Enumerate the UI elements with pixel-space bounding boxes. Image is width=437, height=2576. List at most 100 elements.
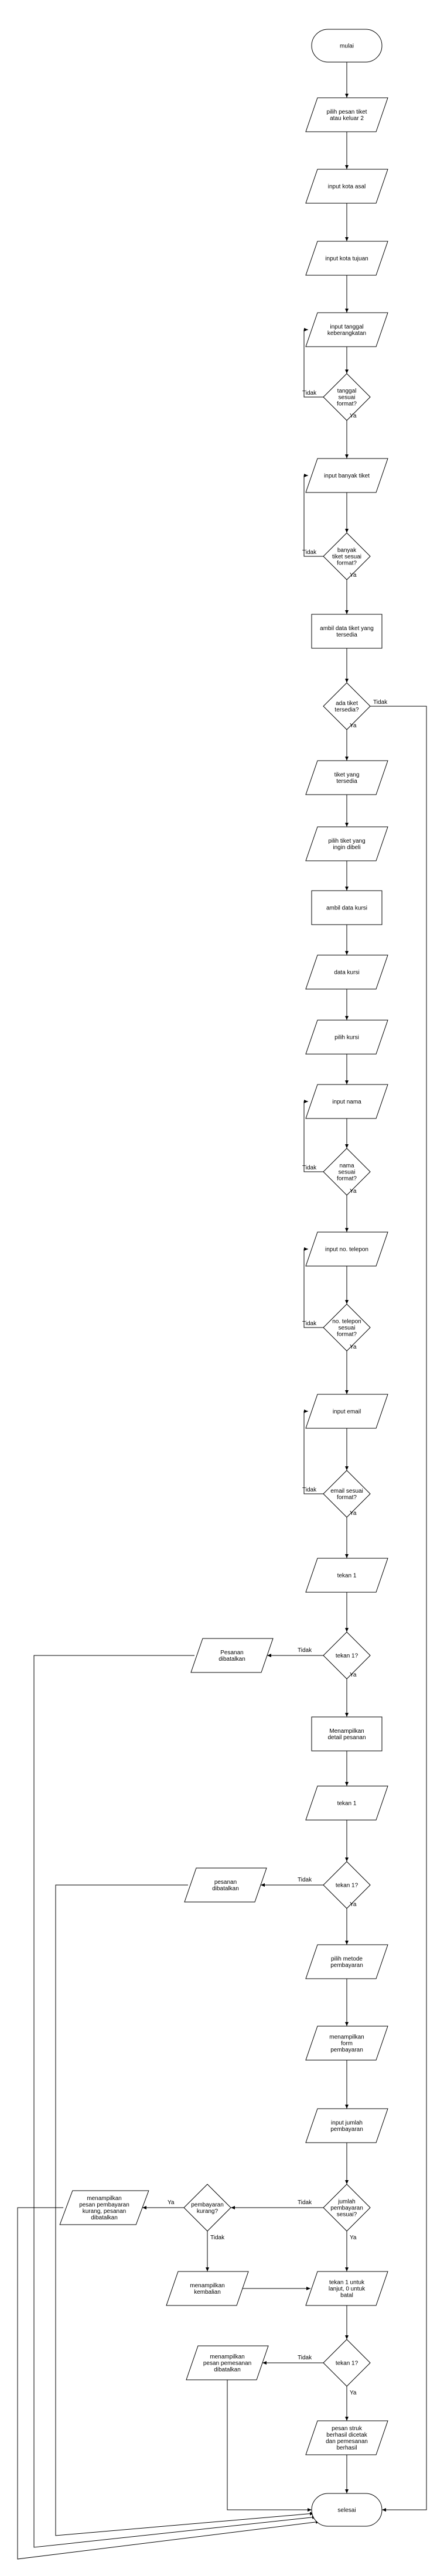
edge-label-tidak: Tidak <box>298 1647 312 1654</box>
c1-shape <box>190 1638 274 1673</box>
d6-label-line: format? <box>337 1494 357 1501</box>
d9-shape <box>323 2184 371 2232</box>
edge-d6-loop <box>303 1410 323 1494</box>
c1-label-line: Pesanan <box>220 1650 243 1656</box>
n9-shape <box>311 890 383 925</box>
n9-label-line: ambil data kursi <box>326 905 367 912</box>
n18-label-line: pilih metode <box>331 1956 363 1962</box>
d7-shape <box>323 1631 371 1679</box>
edge-label-tidak: Tidak <box>298 1877 312 1883</box>
n17-label: tekan 1 <box>337 1801 357 1807</box>
n6-label-line: ambil data tiket yang <box>320 625 374 632</box>
edge-label-ya: Ya <box>350 2235 357 2241</box>
d3-shape <box>323 682 371 730</box>
n20-label-line: input jumlah <box>331 2120 363 2126</box>
n2-shape <box>305 169 388 204</box>
d7-label-line: tekan 1? <box>336 1653 359 1660</box>
n3-label: input kota tujuan <box>325 256 368 262</box>
edge-c1-end <box>33 1655 317 2548</box>
n16-label-line: Menampilkan <box>329 1728 364 1735</box>
n6-label-line: tersedia <box>336 632 357 638</box>
n1-shape <box>305 97 388 132</box>
edge-d3-end <box>370 706 427 2512</box>
d8-label: tekan 1? <box>336 1883 359 1889</box>
n25-label-line: dan pemesanan <box>326 2438 368 2445</box>
edge-label-ya: Ya <box>350 1901 357 1908</box>
d9-label-line: sesuai? <box>337 2212 357 2218</box>
end-label: selesai <box>337 2507 356 2514</box>
n19-shape <box>305 2026 388 2061</box>
start-shape <box>311 29 383 63</box>
n22-label-line: menampilkan <box>190 2283 224 2289</box>
end-label-line: selesai <box>337 2507 356 2514</box>
n21-shape <box>59 2190 149 2225</box>
n5-label: input banyak tiket <box>324 473 370 480</box>
edge-label-ya: Ya <box>168 2199 175 2206</box>
n24-label-line: menampilkan <box>210 2354 244 2361</box>
n24-label-line: pesan pemesanan <box>203 2361 251 2367</box>
n12-label: input nama <box>332 1099 361 1106</box>
d10-label-line: pembayaran <box>191 2202 224 2208</box>
d8-shape <box>323 1861 371 1909</box>
n2-label-line: input kota asal <box>328 184 366 190</box>
d1-shape <box>323 373 371 421</box>
edge-label-ya: Ya <box>350 413 357 419</box>
edge-label-ya: Ya <box>350 723 357 729</box>
n18-label-line: pembayaran <box>330 1962 363 1969</box>
edge-label-tidak: Tidak <box>298 2199 312 2206</box>
n22-shape <box>166 2271 249 2306</box>
d6-label-line: email sesuai <box>330 1488 363 1494</box>
n18-shape <box>305 1944 388 1979</box>
edge-label-tidak: Tidak <box>302 1321 317 1327</box>
n6-shape <box>311 614 383 649</box>
edge-d5-loop <box>303 1247 323 1328</box>
d4-label-line: format? <box>337 1176 357 1182</box>
d5-label-line: sesuai <box>339 1325 356 1332</box>
end-shape <box>311 2493 383 2527</box>
n3-label-line: input kota tujuan <box>325 256 368 262</box>
n17-label-line: tekan 1 <box>337 1801 357 1807</box>
n4-shape <box>305 312 388 347</box>
n4-label-line: keberangkatan <box>327 330 366 337</box>
n7-label-line: tiket yang <box>334 772 360 778</box>
n20-shape <box>305 2108 388 2143</box>
n24-label-line: dibatalkan <box>214 2367 241 2373</box>
d1-label-line: tanggal <box>337 388 357 395</box>
edge-d2-loop <box>303 474 323 557</box>
edge-label-tidak: Tidak <box>373 699 388 706</box>
d7-label: tekan 1? <box>336 1653 359 1660</box>
d2-label-line: format? <box>337 560 357 567</box>
d11-shape <box>323 2339 371 2387</box>
d4-shape <box>323 1148 371 1196</box>
edge-label-ya: Ya <box>350 572 357 579</box>
n14-label: input email <box>333 1409 361 1415</box>
edge-label-ya: Ya <box>350 1672 357 1678</box>
d5-shape <box>323 1304 371 1352</box>
n21-label-line: menampilkan <box>87 2195 121 2202</box>
n20-label-line: pembayaran <box>330 2126 363 2133</box>
d9-label-line: pembayaran <box>330 2205 363 2212</box>
n15-label-line: tekan 1 <box>337 1573 357 1579</box>
edge-label-ya: Ya <box>350 2390 357 2396</box>
n11-label: pilih kursi <box>334 1035 359 1041</box>
d9-label-line: jumlah <box>337 2199 355 2205</box>
d2-label-line: banyak <box>337 548 357 554</box>
d3-label-line: ada tiket <box>336 700 358 707</box>
n19-label-line: form <box>341 2041 353 2047</box>
n10-shape <box>305 955 388 990</box>
n10-label: data kursi <box>334 970 359 976</box>
